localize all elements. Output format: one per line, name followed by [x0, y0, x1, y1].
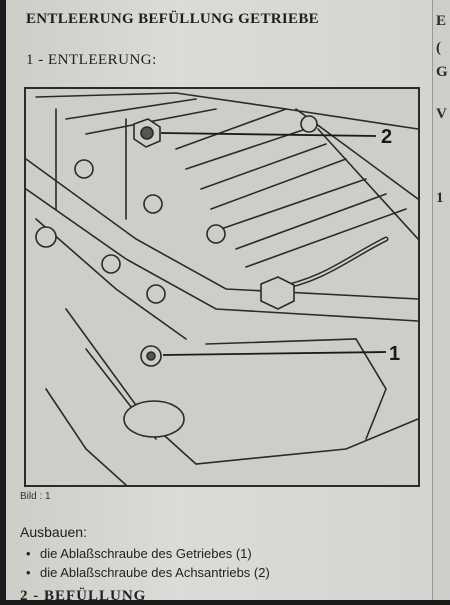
adjacent-fragment: V — [436, 106, 447, 122]
page-title: ENTLEERUNG BEFÜLLUNG GETRIEBE — [26, 11, 319, 27]
next-section-heading: 2 - BEFÜLLUNG — [20, 588, 147, 604]
adjacent-fragment: ( — [436, 40, 441, 56]
step-text: die Ablaßschraube des Getriebes (1) — [40, 546, 252, 561]
list-item: • die Ablaßschraube des Getriebes (1) — [26, 546, 270, 565]
step-text: die Ablaßschraube des Achsantriebs (2) — [40, 565, 270, 580]
adjacent-fragment: E — [436, 13, 447, 29]
bullet-icon: • — [26, 565, 31, 580]
adjacent-fragment: 1 — [436, 190, 444, 206]
callout-label-1: 1 — [389, 343, 400, 365]
transmission-drawing: 2 1 — [26, 92, 418, 485]
section-heading: 1 - ENTLEERUNG: — [26, 52, 157, 68]
list-item: • die Ablaßschraube des Achsantriebs (2) — [26, 565, 270, 584]
adjacent-fragment: G — [436, 64, 448, 80]
instruction-list: • die Ablaßschraube des Getriebes (1) • di… — [26, 546, 270, 584]
callout-label-2: 2 — [381, 126, 392, 148]
adjacent-page-edge: E ( G V 1 — [432, 0, 450, 600]
transmission-drain-figure: 2 1 — [24, 87, 420, 487]
instructions-heading: Ausbauen: — [20, 524, 87, 540]
manual-page: ENTLEERUNG BEFÜLLUNG GETRIEBE 1 - ENTLEE… — [6, 0, 432, 604]
bullet-icon: • — [26, 546, 31, 561]
figure-caption: Bild : 1 — [20, 491, 51, 502]
